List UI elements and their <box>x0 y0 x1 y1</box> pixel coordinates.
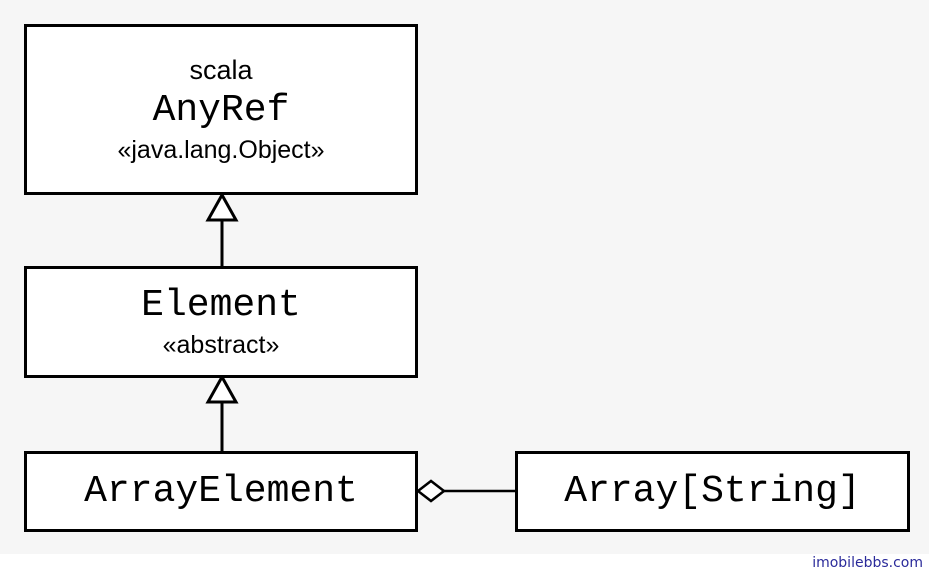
class-name-anyref: AnyRef <box>152 88 290 132</box>
aggregation-diamond <box>415 479 447 503</box>
generalization-arrowhead-anyref <box>205 191 239 222</box>
class-box-array-string: Array[String] <box>515 451 910 532</box>
watermark-text: imobilebbs.com <box>812 555 923 571</box>
class-name-array-string: Array[String] <box>564 469 861 513</box>
class-name-element: Element <box>141 284 301 327</box>
stereotype-label-anyref: «java.lang.Object» <box>117 135 325 164</box>
footer-strip: imobilebbs.com <box>0 554 929 573</box>
package-label: scala <box>189 54 253 85</box>
class-box-element: Element «abstract» <box>24 266 418 378</box>
class-name-arrayelement: ArrayElement <box>84 469 358 513</box>
generalization-arrowhead-element <box>205 373 239 404</box>
stereotype-label-element: «abstract» <box>162 331 280 359</box>
class-box-anyref: scala AnyRef «java.lang.Object» <box>24 24 418 195</box>
class-box-arrayelement: ArrayElement <box>24 451 418 532</box>
